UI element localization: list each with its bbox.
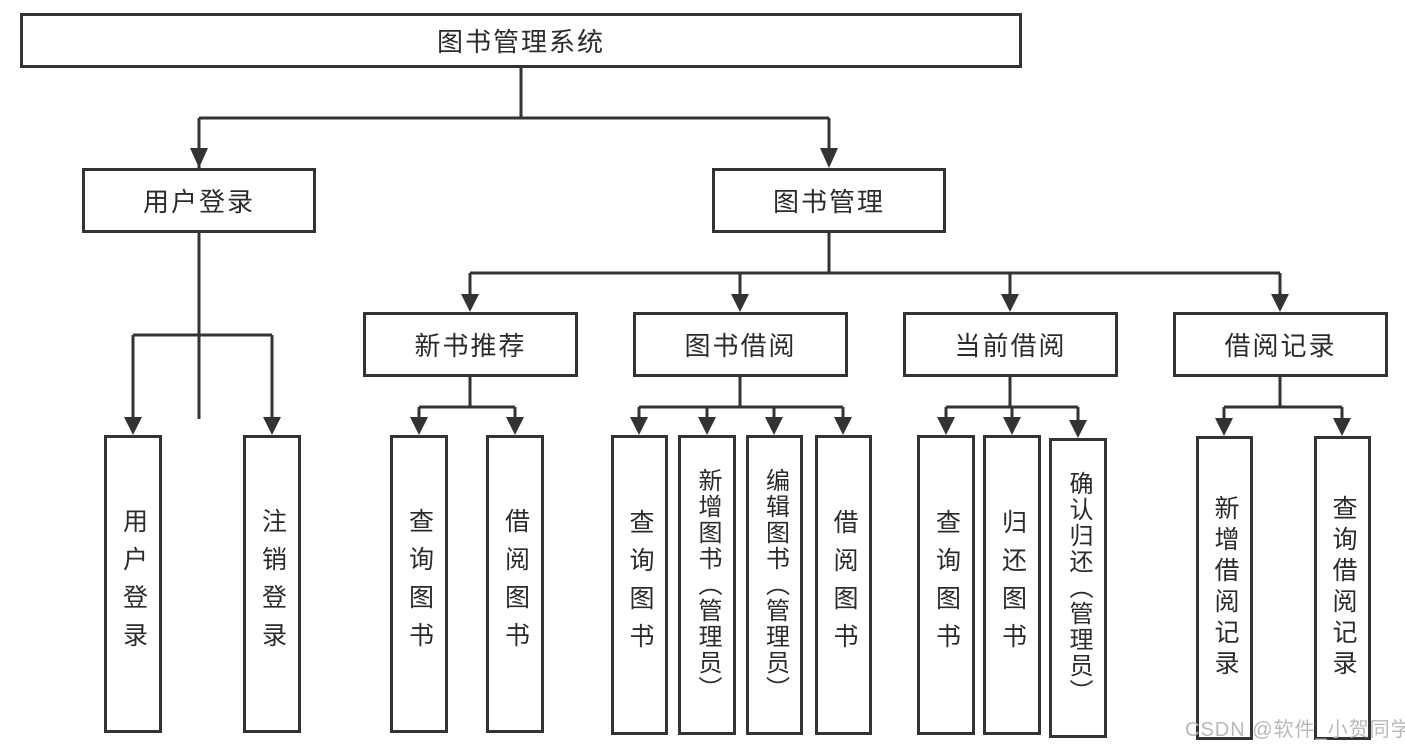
arrowhead-leaf-logout <box>263 417 281 435</box>
connector-records-to-leaves <box>1222 377 1344 419</box>
node-book-management: 图书管理 <box>712 168 946 233</box>
connector-paths <box>131 68 1344 421</box>
node-label: 查询借阅记录 <box>1329 495 1357 681</box>
node-current-borrowing: 当前借阅 <box>903 312 1118 377</box>
node-label: 查询图书 <box>405 508 434 660</box>
connector-current-to-leaves <box>944 377 1080 421</box>
node-library-management-system: 图书管理系统 <box>20 13 1022 68</box>
node-leaf-add-book-admin: 新增图书（管理员） <box>678 435 736 735</box>
arrowhead-user-login <box>190 148 208 168</box>
connector-bookmgmt-to-level3 <box>468 233 1282 296</box>
node-user-login: 用户登录 <box>82 168 316 233</box>
connector-borrow-to-leaves <box>637 377 845 419</box>
node-leaf-user-login: 用户登录 <box>104 435 162 733</box>
node-leaf-edit-book-admin: 编辑图书（管理员） <box>746 435 803 735</box>
node-leaf-confirm-return-admin: 确认归还（管理员） <box>1049 438 1107 738</box>
node-label: 确认归还（管理员） <box>1065 471 1092 705</box>
node-leaf-query-books: 查询图书 <box>390 435 448 733</box>
connector-newrec-to-leaves <box>417 377 517 419</box>
node-leaf-query-books: 查询图书 <box>917 435 975 735</box>
arrowhead-confirm-return <box>1069 420 1087 438</box>
arrowhead-current-borrow <box>1001 294 1019 312</box>
node-label: 借阅图书 <box>501 508 530 660</box>
arrowhead-query-new <box>410 417 428 435</box>
node-leaf-borrow-books: 借阅图书 <box>486 435 544 733</box>
node-label: 查询图书 <box>932 509 961 661</box>
arrowhead-borrow-book <box>834 417 852 435</box>
node-leaf-return-book: 归还图书 <box>983 435 1041 735</box>
node-label: 查询图书 <box>626 509 654 661</box>
node-leaf-borrow-books: 借阅图书 <box>815 435 872 735</box>
arrowhead-query-current <box>937 417 955 435</box>
node-new-book-recommendation: 新书推荐 <box>363 312 578 377</box>
arrowhead-add-record <box>1215 418 1233 436</box>
node-label: 归还图书 <box>998 509 1027 661</box>
arrowheads <box>124 148 1351 438</box>
arrowhead-query-borrow <box>630 417 648 435</box>
node-label: 注销登录 <box>258 508 287 660</box>
arrowhead-new-rec <box>461 294 479 312</box>
connector-root-to-level2 <box>197 68 831 419</box>
node-leaf-logout: 注销登录 <box>243 435 301 733</box>
arrowhead-query-record <box>1333 418 1351 436</box>
arrowhead-book-borrow <box>731 294 749 312</box>
connector-userlogin-to-leaves <box>131 233 274 419</box>
node-label: 借阅图书 <box>830 509 858 661</box>
node-label: 新增图书（管理员） <box>694 468 721 702</box>
node-label: 用户登录 <box>119 508 148 660</box>
node-label: 编辑图书（管理员） <box>761 468 789 702</box>
arrowhead-return-book <box>1003 417 1021 435</box>
node-leaf-add-borrow-record: 新增借阅记录 <box>1196 436 1253 740</box>
arrowhead-borrow-records <box>1271 294 1289 312</box>
arrowhead-leaf-login <box>124 417 142 435</box>
arrowhead-borrow-new <box>506 417 524 435</box>
node-borrowing-records: 借阅记录 <box>1173 312 1388 377</box>
node-leaf-query-books: 查询图书 <box>611 435 668 735</box>
arrowhead-book-mgmt <box>820 148 838 168</box>
node-leaf-query-borrow-record: 查询借阅记录 <box>1314 436 1371 740</box>
arrowhead-add-book <box>698 417 716 435</box>
node-label: 新增借阅记录 <box>1211 495 1239 681</box>
arrowhead-edit-book <box>765 417 783 435</box>
csdn-watermark: CSDN @软件_小贺同学 <box>1185 719 1405 741</box>
node-book-borrowing: 图书借阅 <box>633 312 848 377</box>
